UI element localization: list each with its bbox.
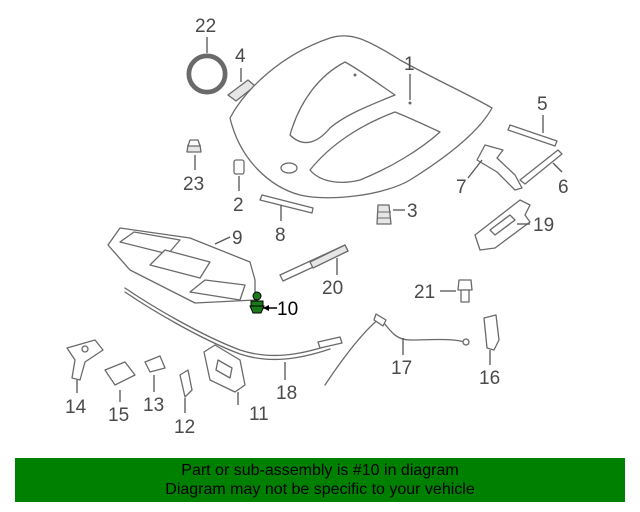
- label-18: 18: [276, 383, 297, 404]
- label-7: 7: [456, 177, 467, 198]
- part-2-stop[interactable]: 2: [233, 159, 245, 216]
- label-6: 6: [558, 177, 569, 198]
- part-7-hinge[interactable]: 7: [456, 144, 523, 198]
- label-1: 1: [404, 54, 415, 75]
- part-16-striker[interactable]: 16: [479, 314, 500, 389]
- part-17-cable[interactable]: 17: [324, 313, 470, 386]
- label-5: 5: [537, 94, 548, 115]
- label-10: 10: [277, 299, 298, 320]
- label-3: 3: [407, 201, 418, 222]
- label-2: 2: [233, 195, 244, 216]
- part-23-bumper[interactable]: 23: [183, 139, 204, 195]
- part-5-rod[interactable]: 5: [507, 94, 558, 147]
- label-4: 4: [235, 46, 246, 67]
- footer-line-1: Part or sub-assembly is #10 in diagram: [181, 462, 459, 479]
- part-8-seal[interactable]: 8: [259, 194, 314, 246]
- label-22: 22: [195, 16, 216, 37]
- label-9: 9: [232, 228, 243, 249]
- label-21: 21: [414, 282, 435, 303]
- part-13-clip[interactable]: 13: [143, 355, 166, 416]
- label-11: 11: [249, 404, 269, 425]
- part-19-bracket[interactable]: 19: [474, 199, 554, 251]
- part-20-strut[interactable]: 20: [279, 244, 349, 299]
- part-10-clip[interactable]: 10: [249, 291, 298, 320]
- part-3-grommet[interactable]: 3: [376, 201, 418, 225]
- label-15: 15: [108, 405, 129, 426]
- part-11-latch[interactable]: 11: [203, 344, 269, 425]
- label-14: 14: [65, 397, 87, 418]
- label-17: 17: [391, 358, 412, 379]
- label-20: 20: [322, 278, 343, 299]
- part-22-ring[interactable]: 22: [186, 16, 228, 95]
- part-6-bar[interactable]: 6: [519, 149, 569, 198]
- part-14-bracket[interactable]: 14: [65, 339, 104, 418]
- label-19: 19: [533, 215, 554, 236]
- part-12-hook[interactable]: 12: [174, 369, 195, 438]
- footer-banner: Part or sub-assembly is #10 in diagram D…: [15, 458, 625, 502]
- label-13: 13: [143, 395, 164, 416]
- part-9-insulation[interactable]: 9: [107, 227, 256, 304]
- part-21-bolt[interactable]: 21: [414, 279, 473, 303]
- part-1-hood[interactable]: 1: [229, 35, 493, 199]
- parts-diagram: 22 4 1 5 7 6 23: [65, 16, 569, 438]
- part-18-cable[interactable]: 18: [124, 287, 343, 404]
- label-12: 12: [174, 417, 195, 438]
- label-16: 16: [479, 368, 500, 389]
- part-15-pad[interactable]: 15: [104, 361, 136, 426]
- label-23: 23: [183, 174, 204, 195]
- label-8: 8: [275, 225, 286, 246]
- footer-line-2: Diagram may not be specific to your vehi…: [165, 481, 475, 498]
